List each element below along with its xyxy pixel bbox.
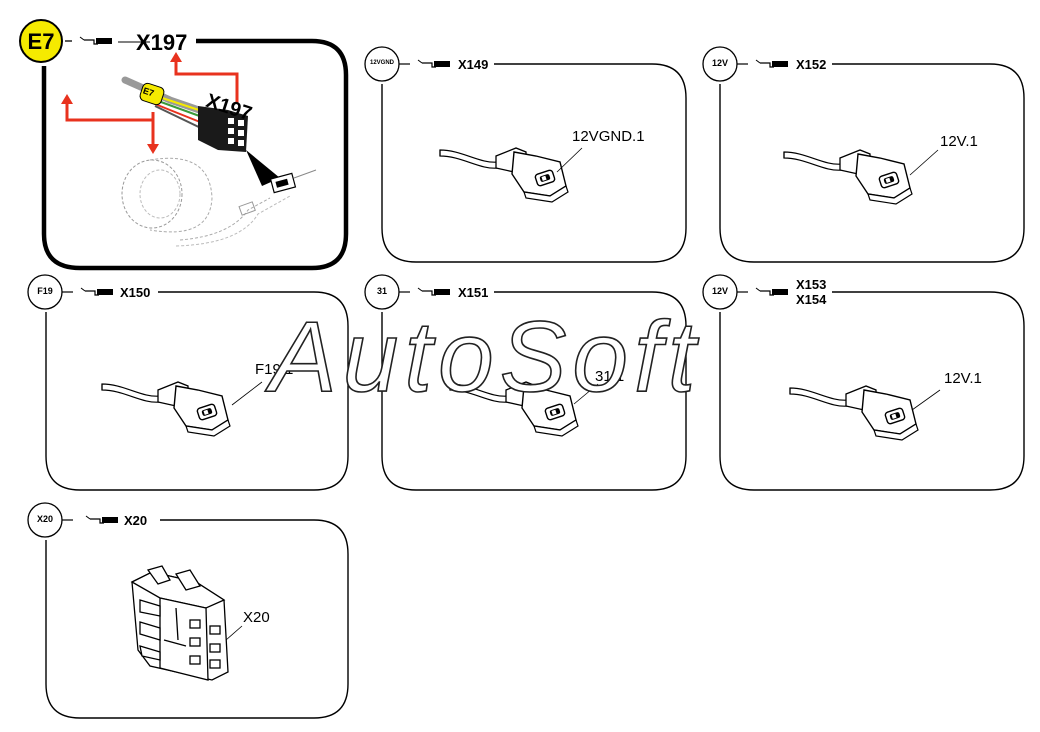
- panel-frame: [381, 63, 687, 263]
- connector-code-x153: X153: [796, 277, 827, 292]
- pin-label-x152: 12V.1: [940, 133, 978, 150]
- badge-label-12v-2: 12V: [711, 286, 728, 296]
- panel-x150: [27, 274, 349, 491]
- connector-code-x154: X154: [796, 292, 827, 307]
- connector-code-x149: X149: [458, 57, 489, 72]
- panel-frame: [719, 63, 1025, 263]
- connector-code-x152: X152: [796, 57, 827, 72]
- panel-x151: [364, 274, 687, 491]
- panel-frame: [45, 519, 349, 719]
- connector-code-x20: X20: [124, 513, 148, 528]
- panel-frame: [45, 291, 349, 491]
- panel-e7: [19, 19, 349, 271]
- pin-label-x20: X20: [243, 609, 270, 626]
- connector-code-x197: X197: [136, 30, 188, 55]
- panel-x20: [27, 502, 349, 719]
- badge-label-12v: 12V: [711, 58, 728, 68]
- panel-x149: [364, 46, 687, 263]
- panel-frame: [381, 291, 687, 491]
- pin-label-x150: F19.1: [255, 361, 294, 378]
- x20-connector: [130, 565, 229, 681]
- badge-label-12vgnd: 12VGND: [369, 60, 394, 66]
- badge-label-x20: X20: [36, 514, 53, 524]
- connector-code-x151: X151: [458, 285, 489, 300]
- pin-label-x153: 12V.1: [944, 370, 982, 387]
- callout-e7-label: E7: [141, 85, 156, 99]
- panel-frame: [719, 291, 1025, 491]
- callout-x197-label: X197: [203, 90, 255, 126]
- panel-x152: [702, 46, 1025, 263]
- badge-label-f19: F19: [37, 286, 53, 296]
- watermark: AutoSoft: [269, 300, 702, 414]
- panel-x153: [702, 274, 1025, 491]
- badge-circle: [19, 19, 63, 63]
- connector-code-x150: X150: [120, 285, 151, 300]
- pin-label-x151: 31.1: [595, 368, 625, 385]
- badge-label-e7: E7: [27, 29, 55, 54]
- panel-frame: [41, 38, 349, 271]
- badge-label-31: 31: [376, 286, 387, 296]
- pin-label-x149: 12VGND.1: [572, 128, 645, 145]
